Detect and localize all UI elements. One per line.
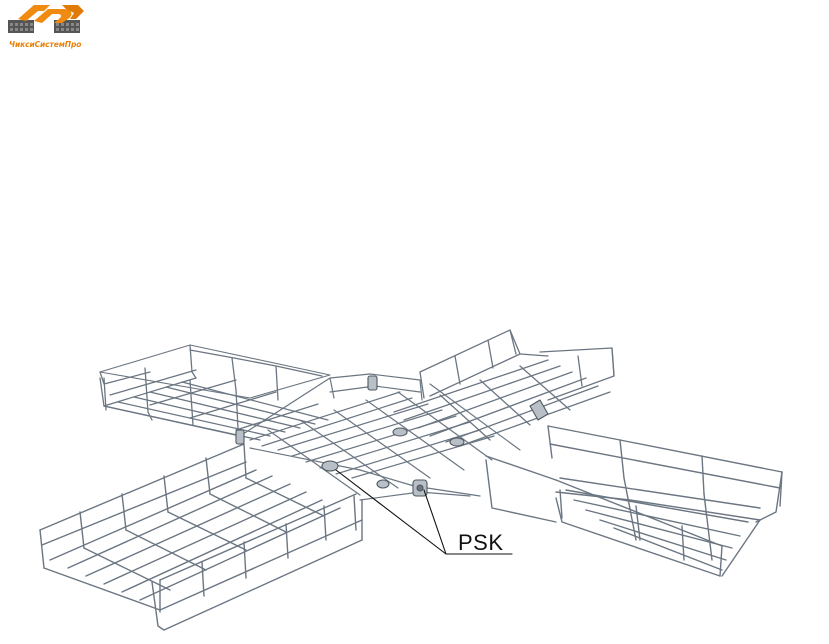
tray-arm-back-right: [393, 329, 615, 447]
tray-arm-front-left: [39, 443, 363, 631]
company-logo-mark: [8, 5, 84, 33]
tray-arm-front-right: [485, 425, 783, 577]
psk-connectors: [235, 375, 549, 497]
psk-callout-lines: [335, 469, 513, 555]
company-name: ЧиксиСистемПро: [9, 40, 82, 49]
tray-arm-back-left: [99, 344, 331, 441]
company-logo: ЧиксиСистемПро: [4, 3, 88, 51]
tray-junction-center: [239, 373, 521, 501]
psk-callout-label: PSK: [458, 530, 504, 555]
